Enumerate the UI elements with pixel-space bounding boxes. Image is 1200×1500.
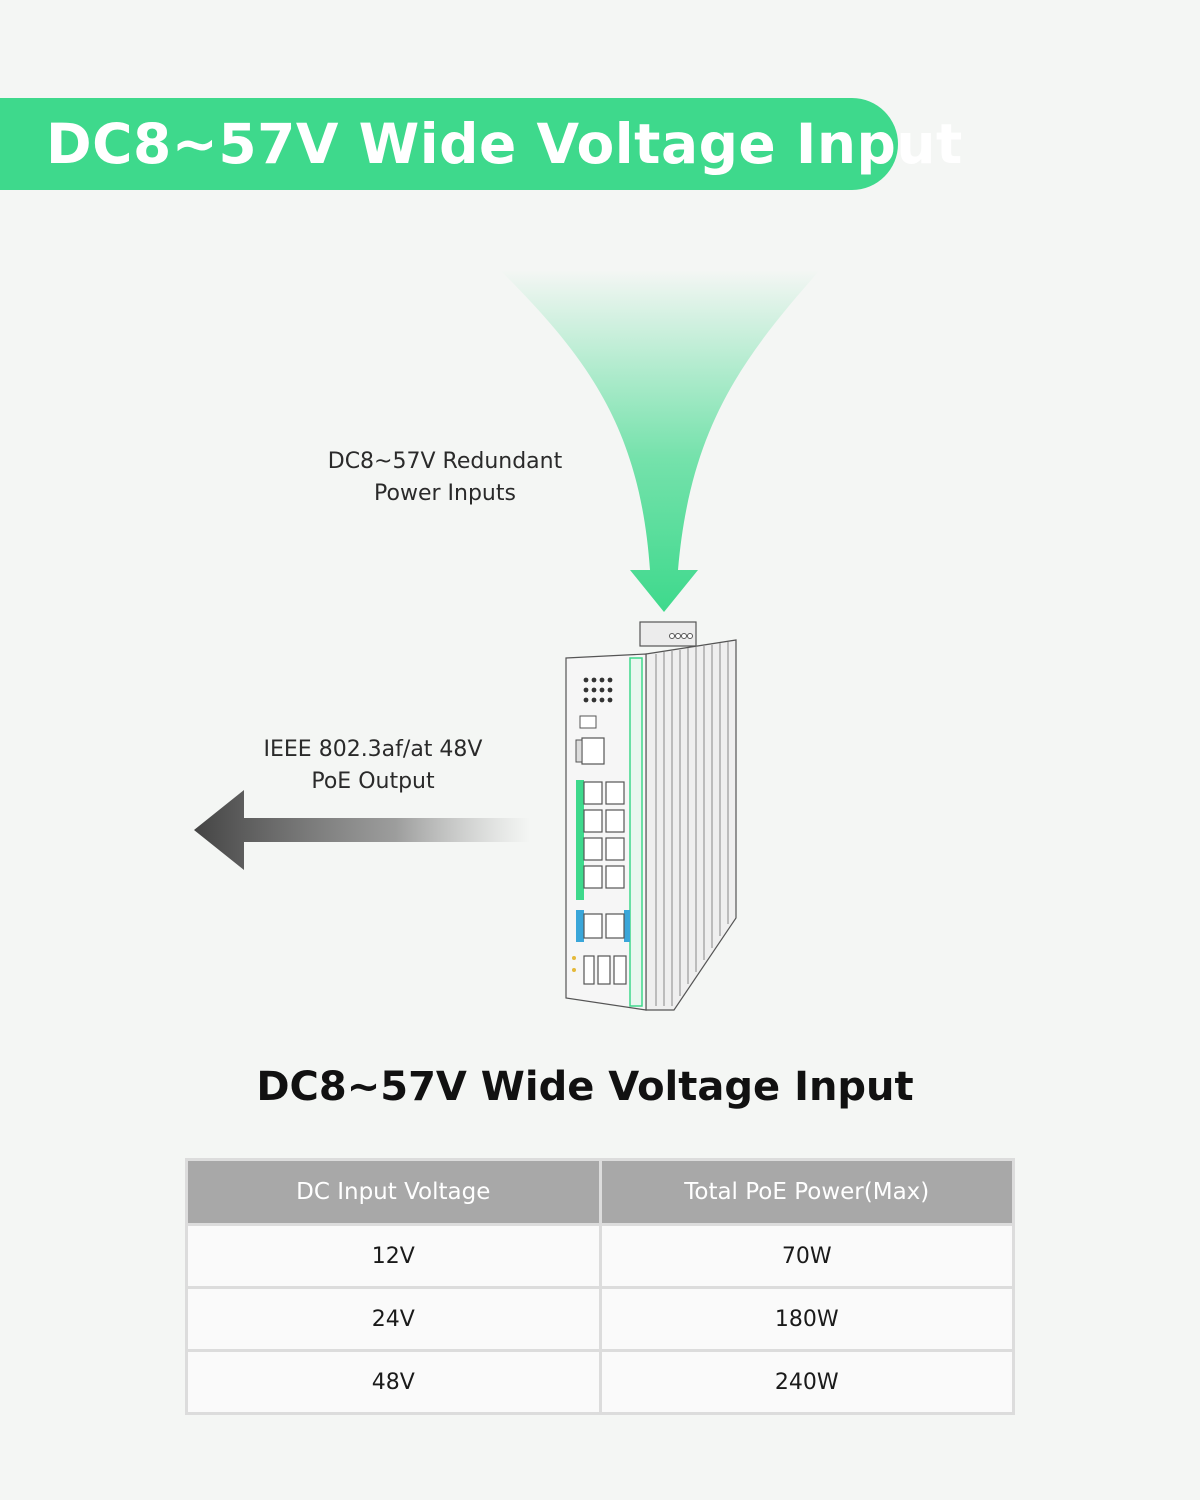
poe-output-line1: IEEE 802.3af/at 48V [263, 737, 483, 762]
power-input-line1: DC8~57V Redundant [327, 449, 563, 474]
banner-title: DC8~57V Wide Voltage Input [46, 112, 963, 176]
table-row: 48V 240W [185, 1349, 1015, 1415]
table-cell: 240W [598, 1349, 1015, 1415]
table-cell: 70W [598, 1223, 1015, 1289]
header-total-poe-power: Total PoE Power(Max) [598, 1158, 1015, 1226]
power-input-label: DC8~57V Redundant Power Inputs [300, 446, 590, 510]
poe-output-line2: PoE Output [311, 769, 435, 794]
table-row: 24V 180W [185, 1286, 1015, 1352]
table-row: 12V 70W [185, 1223, 1015, 1289]
table-cell: 24V [185, 1286, 602, 1352]
table-cell: 48V [185, 1349, 602, 1415]
table-cell: 180W [598, 1286, 1015, 1352]
header-dc-input-voltage: DC Input Voltage [185, 1158, 602, 1226]
voltage-power-table: DC Input Voltage Total PoE Power(Max) 12… [185, 1158, 1015, 1415]
poe-output-label: IEEE 802.3af/at 48V PoE Output [228, 734, 518, 798]
down-arrow-icon [500, 270, 820, 612]
table-header-row: DC Input Voltage Total PoE Power(Max) [185, 1158, 1015, 1226]
poe-switch-device-image [565, 621, 737, 1011]
section-title: DC8~57V Wide Voltage Input [256, 1064, 914, 1110]
left-arrow-icon [194, 790, 530, 870]
table-cell: 12V [185, 1223, 602, 1289]
power-input-line2: Power Inputs [374, 481, 516, 506]
header-banner: DC8~57V Wide Voltage Input [0, 98, 962, 190]
